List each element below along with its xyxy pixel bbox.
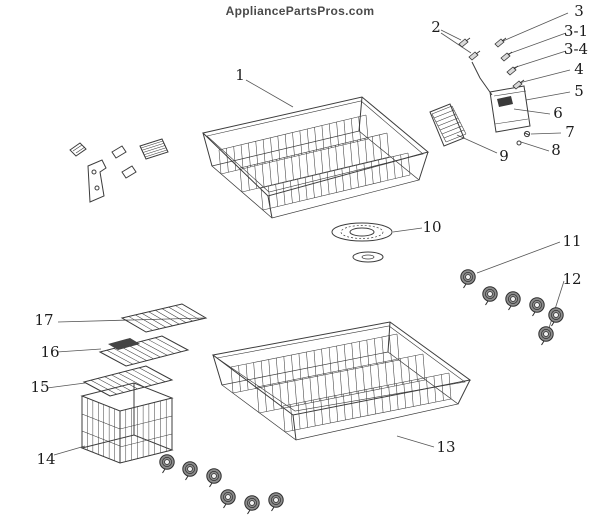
part-label-11: 11 <box>562 232 582 250</box>
left-bracket-parts <box>69 138 169 203</box>
part-label-9: 9 <box>499 147 509 165</box>
part-label-3-1: 3-1 <box>563 22 589 40</box>
part-label-4: 4 <box>574 60 584 78</box>
part-label-5: 5 <box>574 82 584 100</box>
part-label-12: 12 <box>562 270 582 288</box>
basket-lid-plate-16 <box>98 335 190 367</box>
site-title: AppliancePartsPros.com <box>225 4 375 18</box>
part-label-8: 8 <box>551 141 561 159</box>
part-label-3-4: 3-4 <box>563 40 589 58</box>
silverware-basket <box>80 382 174 464</box>
side-panel <box>429 103 467 147</box>
adjuster-bracket <box>471 61 531 146</box>
basket-lid-plate-17 <box>120 303 208 333</box>
part-label-17: 17 <box>34 311 54 329</box>
part-label-1: 1 <box>235 66 245 84</box>
part-label-16: 16 <box>40 343 60 361</box>
part-label-7: 7 <box>565 123 575 141</box>
part-label-15: 15 <box>30 378 50 396</box>
part-label-6: 6 <box>553 104 563 122</box>
basket-lid-plate-15 <box>82 365 174 397</box>
part-label-14: 14 <box>36 450 56 468</box>
spray-ring <box>331 222 393 263</box>
part-label-13: 13 <box>436 438 456 456</box>
upper-rack <box>201 96 430 219</box>
lower-rack <box>211 321 472 441</box>
part-label-2: 2 <box>431 18 441 36</box>
part-label-10: 10 <box>422 218 442 236</box>
part-label-3: 3 <box>574 2 584 20</box>
